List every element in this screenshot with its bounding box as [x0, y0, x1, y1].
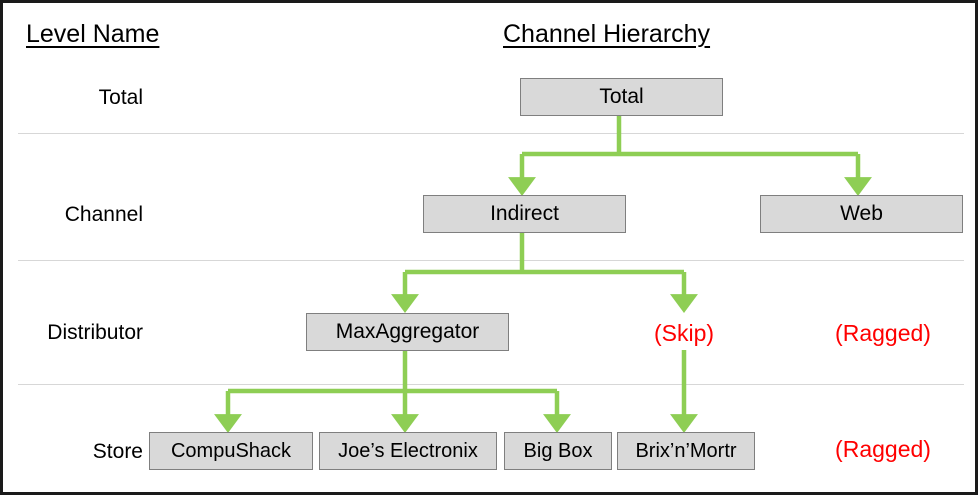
node-total[interactable]: Total [520, 78, 723, 116]
row-separator-channel-distributor [18, 260, 964, 261]
level-label-distributor: Distributor [47, 321, 143, 344]
node-maxaggregator[interactable]: MaxAggregator [306, 313, 509, 351]
level-label-channel: Channel [64, 203, 143, 226]
node-big-box[interactable]: Big Box [504, 432, 612, 470]
node-brix-n-mortr[interactable]: Brix’n’Mortr [617, 432, 755, 470]
node-web[interactable]: Web [760, 195, 963, 233]
level-label-total: Total [98, 86, 143, 109]
row-separator-total-channel [18, 133, 964, 134]
level-name-header: Level Name [26, 20, 160, 48]
level-label-store: Store [92, 440, 143, 463]
annotation-ragged-store: (Ragged) [835, 436, 931, 462]
annotation-ragged-distributor: (Ragged) [835, 320, 931, 346]
channel-hierarchy-header: Channel Hierarchy [503, 20, 711, 48]
node-indirect[interactable]: Indirect [423, 195, 626, 233]
connector-lines [214, 113, 872, 433]
annotation-skip: (Skip) [653, 320, 715, 346]
node-joes-electronix[interactable]: Joe’s Electronix [319, 432, 497, 470]
row-separator-distributor-store [18, 384, 964, 385]
node-compushack[interactable]: CompuShack [149, 432, 313, 470]
